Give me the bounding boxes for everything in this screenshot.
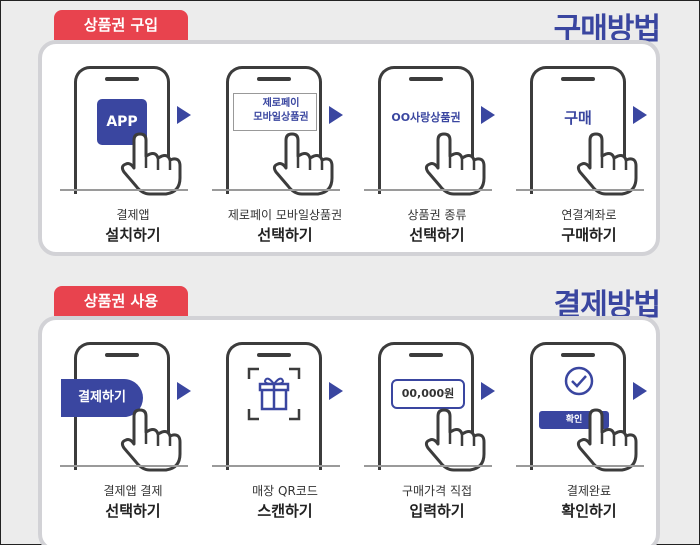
phone-notch — [257, 77, 291, 81]
divider — [516, 465, 644, 467]
voucher-box — [233, 93, 317, 131]
step-caption-large: 선택하기 — [409, 226, 465, 244]
step-caption-large: 설치하기 — [105, 226, 161, 244]
phone-notch — [561, 353, 595, 357]
arrow-right-icon — [481, 106, 495, 124]
divider — [60, 465, 188, 467]
hand-pointer-icon — [120, 408, 182, 472]
hand-pointer-icon — [424, 132, 486, 196]
step-caption-large: 선택하기 — [257, 226, 313, 244]
purchase-step-2: 제로페이 모바일상품권 제로페이 모바일상품권 선택하기 — [210, 44, 360, 260]
arrow-right-icon — [633, 106, 647, 124]
hand-pointer-icon — [576, 132, 638, 196]
divider — [60, 189, 188, 191]
hand-pointer-icon — [272, 132, 334, 196]
purchase-step-3: OO사랑상품권 상품권 종류 선택하기 — [362, 44, 512, 260]
hand-pointer-icon — [120, 132, 182, 196]
step-caption-small: 연결계좌로 — [561, 208, 617, 222]
phone-notch — [257, 353, 291, 357]
pay-button: 결제하기 — [61, 379, 143, 417]
amount-field: 00,000원 — [391, 379, 465, 409]
step-caption-small: 구매가격 직접 — [401, 484, 473, 498]
phone-notch — [409, 353, 443, 357]
payment-step-4: 확인 결제완료 확인하기 — [514, 320, 664, 536]
voucher-label: 제로페이 모바일상품권 — [239, 97, 323, 125]
purchase-tab: 상품권 구입 — [54, 10, 188, 40]
phone-outline — [226, 342, 322, 470]
payment-tab: 상품권 사용 — [54, 286, 188, 316]
phone-notch — [561, 77, 595, 81]
step-caption-large: 확인하기 — [561, 502, 617, 520]
step-caption-small: 결제앱 결제 — [103, 484, 163, 498]
step-caption-large: 구매하기 — [561, 226, 617, 244]
purchase-panel: APP 결제앱 설치하기 제로페이 모바일상품권 제로페이 모바일상품권 선택하… — [38, 40, 660, 256]
arrow-right-icon — [481, 382, 495, 400]
hand-pointer-icon — [424, 408, 486, 472]
arrow-right-icon — [177, 382, 191, 400]
voucher-label-line2: 모바일상품권 — [253, 112, 309, 123]
arrow-right-icon — [633, 382, 647, 400]
step-caption-small: 상품권 종류 — [407, 208, 467, 222]
voucher-type-label: OO사랑상품권 — [391, 111, 461, 124]
payment-step-2: 매장 QR코드 스캔하기 — [210, 320, 360, 536]
phone-notch — [409, 77, 443, 81]
voucher-label-line1: 제로페이 — [262, 98, 300, 109]
phone-notch — [105, 77, 139, 81]
arrow-right-icon — [329, 106, 343, 124]
payment-step-3: 00,000원 구매가격 직접 입력하기 — [362, 320, 512, 536]
step-caption-small: 매장 QR코드 — [252, 484, 318, 498]
step-caption-large: 선택하기 — [105, 502, 161, 520]
check-circle-icon — [564, 366, 594, 396]
purchase-step-1: APP 결제앱 설치하기 — [58, 44, 208, 260]
buy-label: 구매 — [564, 109, 592, 127]
gift-qr-icon — [247, 367, 301, 421]
payment-step-1: 결제하기 결제앱 결제 선택하기 — [58, 320, 208, 536]
divider — [212, 189, 340, 191]
divider — [212, 465, 340, 467]
arrow-right-icon — [329, 382, 343, 400]
divider — [364, 465, 492, 467]
purchase-step-4: 구매 연결계좌로 구매하기 — [514, 44, 664, 260]
divider — [516, 189, 644, 191]
payment-panel: 결제하기 결제앱 결제 선택하기 매장 QR코드 — [38, 316, 660, 545]
step-caption-large: 입력하기 — [409, 502, 465, 520]
step-caption-small: 제로페이 모바일상품권 — [227, 208, 343, 222]
divider — [364, 189, 492, 191]
arrow-right-icon — [177, 106, 191, 124]
phone-notch — [105, 353, 139, 357]
step-caption-small: 결제앱 — [116, 208, 150, 222]
hand-pointer-icon — [576, 408, 638, 472]
step-caption-large: 스캔하기 — [257, 502, 313, 520]
step-caption-small: 결제완료 — [566, 484, 612, 498]
